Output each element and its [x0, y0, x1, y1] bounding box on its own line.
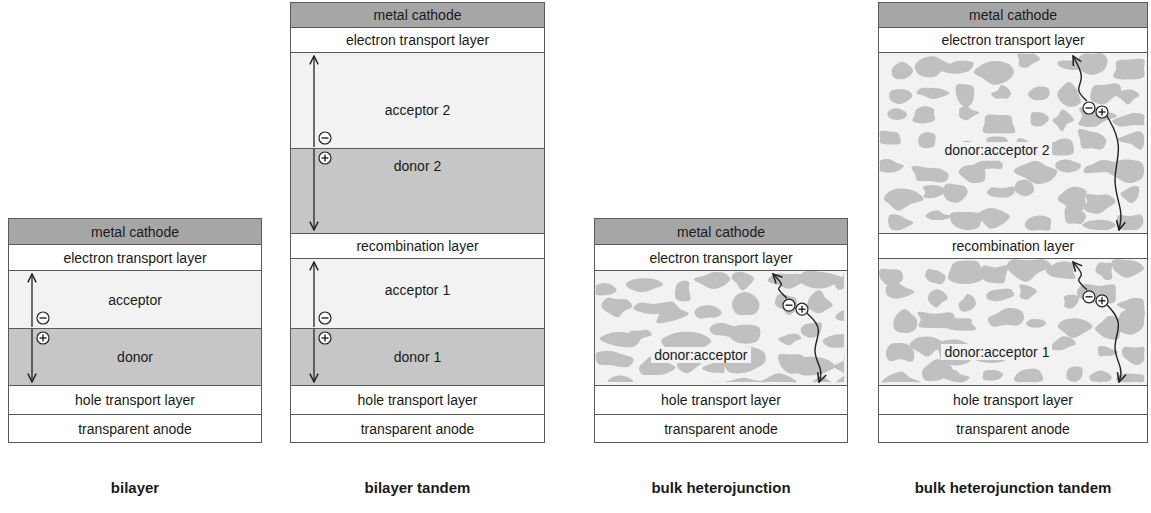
transport-layer: hole transport layer [594, 385, 848, 415]
panel-caption: bulk heterojunction tandem [915, 479, 1112, 496]
transport-layer: electron transport layer [878, 27, 1148, 53]
electron-symbol [319, 312, 331, 324]
layer-label: transparent anode [956, 421, 1070, 437]
transport-layer: hole transport layer [290, 385, 545, 415]
panel-caption: bilayer tandem [365, 479, 471, 496]
anode-layer: transparent anode [8, 414, 262, 443]
acceptor-layer: acceptor 2 [290, 52, 545, 149]
cathode-layer: metal cathode [594, 218, 848, 245]
hole-symbol [319, 152, 331, 164]
layer-label: donor 2 [394, 158, 441, 174]
charge-arrow [313, 329, 314, 382]
layer-label: transparent anode [78, 421, 192, 437]
hole-symbol [37, 332, 49, 344]
hole-path [1107, 305, 1121, 382]
blend-layer: donor:acceptor 2 [878, 52, 1148, 234]
hole-path [807, 313, 821, 382]
layer-label: metal cathode [677, 224, 765, 240]
layer-label: donor [117, 349, 153, 365]
cathode-layer: metal cathode [290, 2, 545, 28]
layer-label: donor:acceptor 2 [941, 142, 1052, 158]
layer-label: metal cathode [374, 7, 462, 23]
phase-texture [596, 271, 845, 382]
transport-layer: electron transport layer [594, 244, 848, 271]
transport-layer: electron transport layer [8, 244, 262, 271]
layer-label: donor:acceptor 1 [941, 344, 1052, 360]
layer-label: electron transport layer [346, 32, 489, 48]
electron-symbol [1083, 102, 1095, 114]
charge-arrow [31, 329, 32, 382]
acceptor-layer: acceptor 1 [290, 258, 545, 329]
recombination-layer: recombination layer [878, 233, 1148, 259]
charge-arrow [313, 149, 314, 230]
blend-layer: donor:acceptor [594, 270, 848, 386]
layer-label: hole transport layer [661, 392, 781, 408]
layer-label: transparent anode [361, 421, 475, 437]
anode-layer: transparent anode [878, 414, 1148, 443]
charge-arrow [313, 262, 314, 327]
cathode-layer: metal cathode [8, 218, 262, 245]
layer-label: hole transport layer [358, 392, 478, 408]
layer-label: donor 1 [394, 349, 441, 365]
electron-symbol [1083, 291, 1095, 303]
transport-layer: hole transport layer [878, 385, 1148, 415]
panel-caption: bilayer [111, 479, 159, 496]
phase-texture [879, 259, 1145, 382]
layer-label: electron transport layer [649, 250, 792, 266]
hole-path [1107, 116, 1121, 230]
electron-path [1073, 56, 1087, 101]
phase-texture [879, 53, 1144, 230]
layer-label: hole transport layer [75, 392, 195, 408]
panel-caption: bulk heterojunction [651, 479, 790, 496]
layer-label: donor:acceptor [651, 347, 750, 363]
donor-layer: donor 2 [290, 148, 545, 234]
hole-symbol [796, 303, 808, 315]
layer-label: metal cathode [969, 7, 1057, 23]
layer-label: electron transport layer [63, 250, 206, 266]
hole-symbol [319, 332, 331, 344]
layer-label: recombination layer [356, 238, 478, 254]
layer-label: recombination layer [952, 238, 1074, 254]
layer-label: acceptor [108, 292, 162, 308]
recombination-layer: recombination layer [290, 233, 545, 259]
layer-illustration [291, 53, 544, 148]
layer-label: transparent anode [664, 421, 778, 437]
charge-arrow [31, 274, 32, 327]
layer-label: acceptor 2 [385, 102, 450, 118]
anode-layer: transparent anode [594, 414, 848, 443]
electron-symbol [37, 312, 49, 324]
layer-label: acceptor 1 [385, 282, 450, 298]
donor-layer: donor [8, 328, 262, 386]
anode-layer: transparent anode [290, 414, 545, 443]
layer-illustration [879, 259, 1147, 385]
electron-path [1073, 262, 1087, 290]
donor-layer: donor 1 [290, 328, 545, 386]
electron-symbol [319, 132, 331, 144]
layer-label: metal cathode [91, 224, 179, 240]
transport-layer: electron transport layer [290, 27, 545, 53]
electron-symbol [783, 299, 795, 311]
layer-label: electron transport layer [941, 32, 1084, 48]
cathode-layer: metal cathode [878, 2, 1148, 28]
charge-arrow [313, 56, 314, 147]
blend-layer: donor:acceptor 1 [878, 258, 1148, 386]
layer-illustration [595, 271, 847, 385]
transport-layer: hole transport layer [8, 385, 262, 415]
electron-path [773, 274, 787, 298]
hole-symbol [1096, 295, 1108, 307]
acceptor-layer: acceptor [8, 270, 262, 329]
layer-label: hole transport layer [953, 392, 1073, 408]
hole-symbol [1096, 106, 1108, 118]
